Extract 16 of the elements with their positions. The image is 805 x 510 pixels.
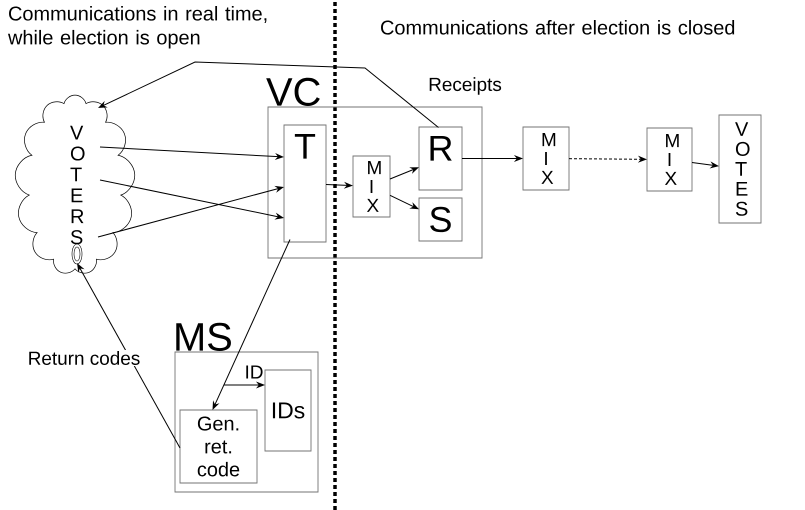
node-label: MS (176, 322, 231, 351)
edge-label: Receipts (427, 76, 503, 96)
edge-label: ID (244, 364, 264, 380)
edge-label: Return codes (26, 350, 142, 366)
process-box: S (418, 198, 462, 242)
process-box: Gen. ret. code (180, 410, 258, 484)
node-label: VC (266, 78, 320, 106)
process-box: M I X (646, 128, 692, 192)
note-text: Communications in real time, while election is open (8, 6, 266, 48)
process-box: V O T E S (718, 114, 762, 224)
process-box: IDs (264, 370, 312, 452)
process-box: M I X (352, 156, 390, 218)
process-box: R (418, 126, 462, 190)
process-box: T (284, 124, 326, 242)
note-text: Communications after election is closed (381, 20, 734, 35)
process-box: M I X (522, 126, 570, 190)
